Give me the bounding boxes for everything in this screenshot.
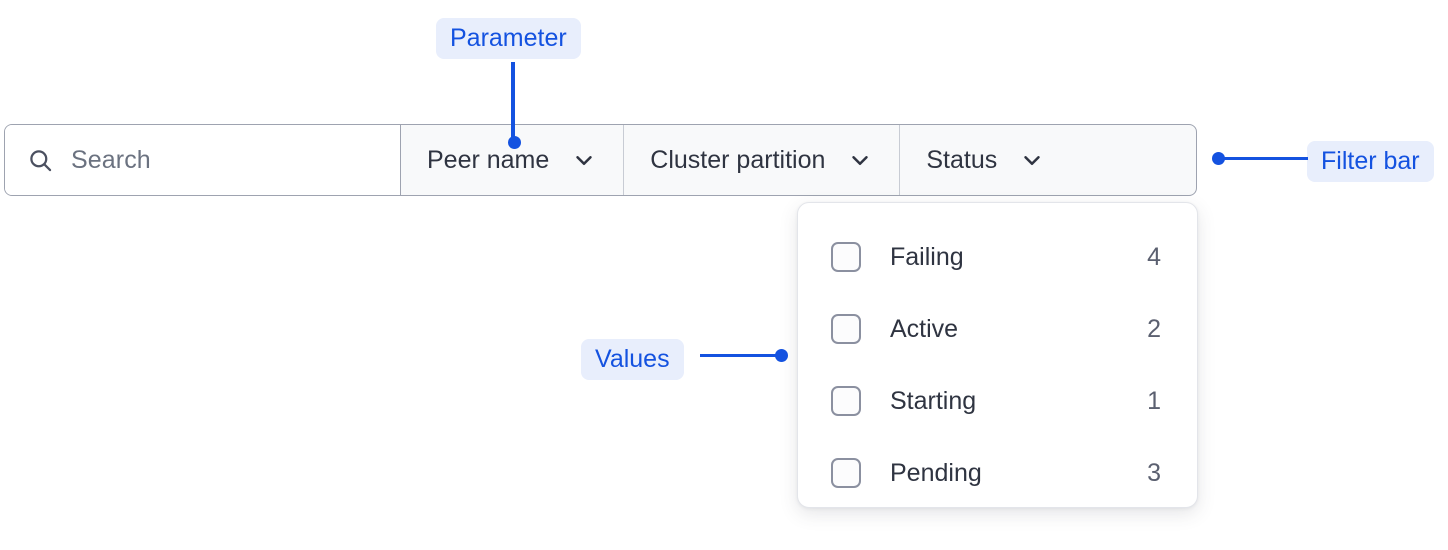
filter-segment-cluster-partition[interactable]: Cluster partition: [624, 125, 901, 195]
filter-segment-label: Peer name: [427, 145, 550, 174]
dropdown-option-count: 2: [1147, 314, 1161, 343]
dropdown-option-label: Failing: [890, 242, 964, 271]
annotation-parameter: Parameter: [436, 18, 581, 59]
status-dropdown-panel: Failing 4 Active 2 Starting 1 Pending 3: [797, 202, 1198, 508]
search-placeholder: Search: [71, 145, 151, 174]
checkbox[interactable]: [831, 242, 861, 272]
filter-segment-label: Status: [926, 145, 998, 174]
dropdown-option-failing[interactable]: Failing 4: [798, 221, 1197, 293]
filter-segment-status[interactable]: Status: [900, 125, 1072, 195]
dropdown-option-count: 1: [1147, 386, 1161, 415]
dropdown-option-label: Pending: [890, 458, 982, 487]
dropdown-option-pending[interactable]: Pending 3: [798, 437, 1197, 509]
dropdown-option-active[interactable]: Active 2: [798, 293, 1197, 365]
checkbox[interactable]: [831, 386, 861, 416]
annotation-leader-line-parameter: [511, 62, 515, 142]
annotation-leader-line-values: [700, 354, 778, 357]
dropdown-option-count: 4: [1147, 242, 1161, 271]
chevron-down-icon: [1019, 147, 1045, 173]
search-input[interactable]: Search: [5, 125, 401, 195]
annotation-leader-line-filter-bar: [1222, 157, 1308, 160]
dropdown-option-label: Starting: [890, 386, 977, 415]
dropdown-option-starting[interactable]: Starting 1: [798, 365, 1197, 437]
dropdown-option-count: 3: [1147, 458, 1161, 487]
annotation-leader-dot-filter-bar: [1212, 152, 1225, 165]
annotation-leader-dot-values: [775, 349, 788, 362]
filter-bar: Search Peer name Cluster partition Statu…: [4, 124, 1197, 196]
chevron-down-icon: [571, 147, 597, 173]
annotation-filter-bar: Filter bar: [1307, 141, 1434, 182]
checkbox[interactable]: [831, 458, 861, 488]
checkbox[interactable]: [831, 314, 861, 344]
dropdown-option-label: Active: [890, 314, 959, 343]
annotation-values: Values: [581, 339, 684, 380]
chevron-down-icon: [847, 147, 873, 173]
annotation-leader-dot-parameter: [508, 136, 521, 149]
search-icon: [27, 147, 54, 174]
filter-segment-label: Cluster partition: [650, 145, 826, 174]
